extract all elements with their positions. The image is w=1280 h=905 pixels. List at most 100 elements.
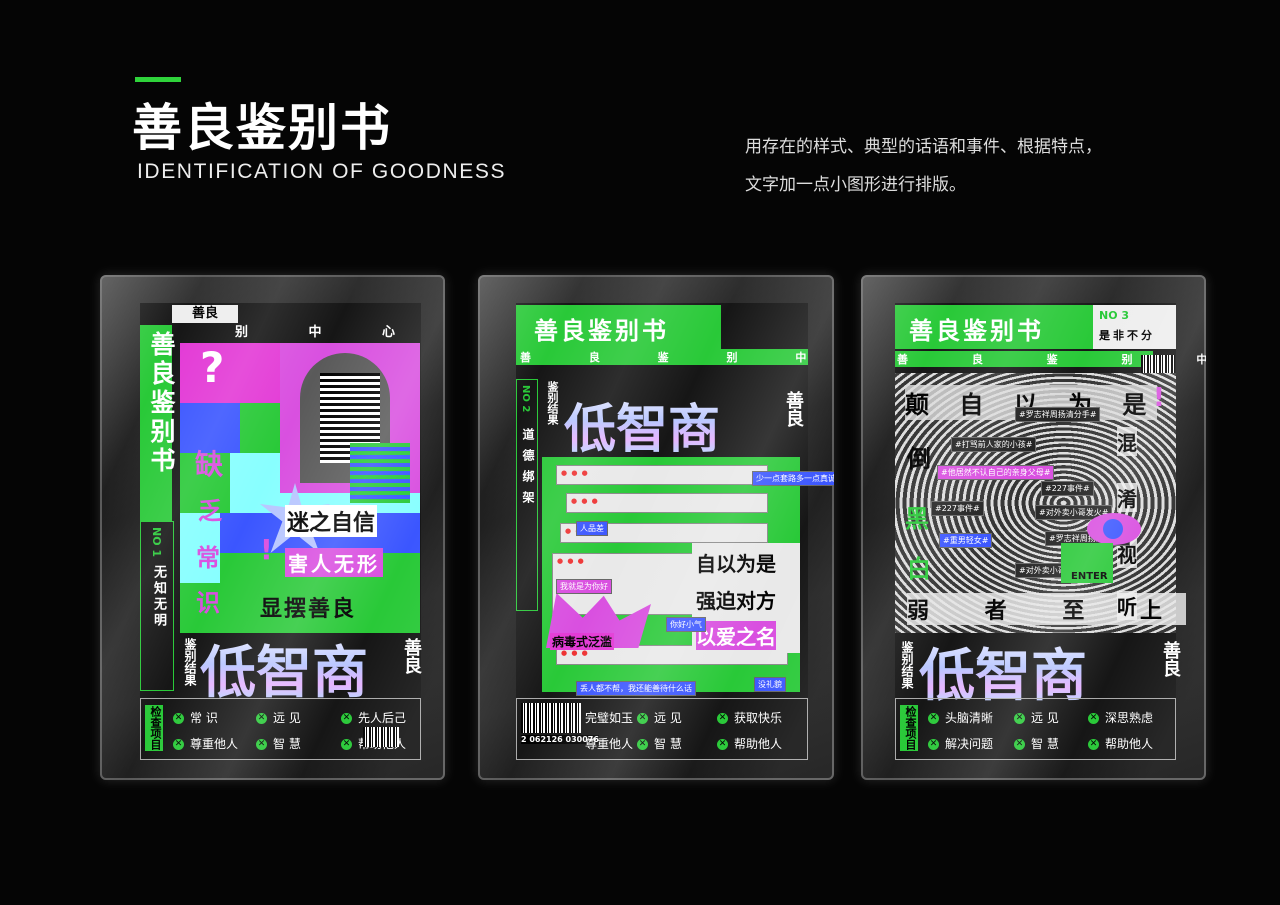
poster3-tag-7: #重男轻女#: [939, 533, 993, 548]
poster1-big-word: 低智商: [200, 628, 368, 709]
poster2-tag-5: 没礼貌: [754, 677, 786, 692]
check-x-icon: ✕: [173, 713, 184, 724]
poster-bag-2: 善良鉴别书 善 良 鉴 别 中 心 鉴别结果 NO 2 道德绑架 低智商 善良 …: [478, 275, 834, 780]
poster-1: 善良 别 中 心 善良鉴别书 NO 1 无知无明 ? 缺 乏 常 识 ! 迷之自…: [140, 303, 424, 760]
poster3-header-box: [1093, 305, 1176, 349]
poster1-check-4: ✕尊重他人: [173, 737, 239, 751]
poster3-header-row: 善 良 鉴 别 中: [897, 353, 1206, 366]
poster3-header-row-bar: [895, 351, 1153, 367]
poster3-right-3: 视: [1117, 539, 1137, 568]
poster2-check-3: ✕获取快乐: [717, 711, 783, 725]
poster2-check-area: 2 062126 030076 完璧如玉 ✕远 见 ✕获取快乐 尊重他人 ✕智 …: [516, 698, 808, 760]
poster2-line-2: 强迫对方: [696, 589, 776, 613]
poster3-header-sub: 是非不分: [1099, 329, 1155, 342]
poster3-enter-label: ENTER: [1071, 571, 1108, 582]
poster1-check-label: 检查项目: [145, 705, 163, 751]
poster3-check-5: ✕智 慧: [1014, 737, 1059, 751]
poster2-line-3: 以爱之名: [696, 621, 776, 650]
poster3-check-area: 检查项目 ✕头脑清晰 ✕远 见 ✕深思熟虑 ✕解决问题 ✕智 慧 ✕帮助他人: [895, 698, 1176, 760]
poster2-tag-1: 人品差: [576, 521, 608, 536]
poster1-collage: [180, 343, 420, 633]
poster3-tag-1: #罗志祥周扬清分手#: [1015, 407, 1101, 422]
poster2-tag-2: 我就是为你好: [556, 579, 612, 594]
check-x-icon: ✕: [256, 713, 267, 724]
check-x-icon: ✕: [1014, 713, 1025, 724]
poster1-tag: 善良: [172, 305, 238, 323]
poster1-lack-1: 缺: [195, 448, 224, 481]
poster3-tag-2: #打骂前人家的小孩#: [951, 437, 1037, 452]
poster1-line-3: 显摆善良: [260, 597, 357, 622]
poster-bag-3: 善良鉴别书 NO 3 是非不分 善 良 鉴 别 中 颠 自 以 为 是 ! 倒 …: [861, 275, 1206, 780]
poster1-check-3: ✕先人后己: [341, 711, 407, 725]
poster3-tag-8: #227事件#: [1041, 481, 1094, 496]
poster2-burst-label: 病毒式泛滥: [550, 633, 615, 650]
poster2-check-2: ✕远 见: [637, 711, 682, 725]
poster2-tag-6: 少一点套路多一点真诚: [752, 471, 834, 486]
poster1-big-side: 善良: [401, 638, 422, 674]
poster3-tag-4: #227事件#: [931, 501, 984, 516]
poster2-big-side: 善良: [783, 391, 804, 427]
poster3-exclaim: !: [1153, 383, 1165, 413]
poster2-line-1: 自以为是: [696, 552, 776, 576]
poster2-check-5: ✕智 慧: [637, 737, 682, 751]
poster3-header-title: 善良鉴别书: [909, 317, 1044, 345]
poster3-tag-3: #他居然不认自己的亲身父母#: [937, 465, 1055, 480]
poster1-exclaim: !: [260, 533, 273, 566]
poster2-check-4: 尊重他人: [585, 737, 634, 751]
poster2-check-6: ✕帮助他人: [717, 737, 783, 751]
poster1-lack-4: 识: [196, 589, 220, 617]
poster3-check-1: ✕头脑清晰: [928, 711, 994, 725]
poster3-left-1: 倒: [907, 445, 931, 473]
poster3-header-no: NO 3: [1099, 309, 1130, 322]
check-x-icon: ✕: [928, 739, 939, 750]
poster1-side-title: 善良鉴别书: [147, 331, 176, 476]
poster1-side-sub: 无知无明: [151, 565, 166, 629]
page-subtitle: IDENTIFICATION OF GOODNESS: [137, 160, 507, 183]
check-x-icon: ✕: [1014, 739, 1025, 750]
poster1-check-area: 检查项目 ✕常 识 ✕远 见 ✕先人后己 ✕尊重他人 ✕智 慧 ✕帮助他人: [140, 698, 421, 760]
poster2-header-title: 善良鉴别书: [534, 317, 669, 345]
check-x-icon: ✕: [256, 739, 267, 750]
poster3-header-bar: [895, 305, 1093, 349]
poster1-lack-2: 乏: [198, 497, 222, 525]
check-x-icon: ✕: [1088, 713, 1099, 724]
poster1-check-2: ✕远 见: [256, 711, 301, 725]
description-line-2: 文字加一点小图形进行排版。: [745, 175, 966, 195]
poster3-enter-key: [1061, 543, 1113, 583]
poster2-barcode-num: 2 062126 030076: [521, 735, 599, 744]
poster2-header-bar: [516, 305, 721, 349]
poster2-header-row-bar: [516, 349, 808, 365]
check-x-icon: ✕: [717, 713, 728, 724]
poster3-left-3: 白: [907, 555, 931, 583]
poster1-side-bar: [140, 325, 172, 521]
poster3-right-4: 听: [1117, 591, 1137, 620]
poster1-center-row: 别 中 心: [235, 325, 424, 340]
poster2-side-no: NO 2: [520, 385, 531, 413]
poster2-window-1: ● ● ●: [556, 465, 768, 485]
poster1-lack-3: 常: [196, 544, 220, 572]
poster2-side-label: 鉴别结果: [546, 381, 559, 425]
poster3-right-1: 混: [1117, 427, 1137, 456]
check-x-icon: ✕: [637, 739, 648, 750]
poster3-tag-6: #对外卖小哥发火#: [1035, 505, 1113, 520]
page-title: 善良鉴别书: [132, 99, 392, 157]
check-x-icon: ✕: [717, 739, 728, 750]
poster1-side-no: NO 1: [150, 527, 163, 558]
poster1-result-label: 鉴别结果: [183, 638, 197, 686]
check-x-icon: ✕: [637, 713, 648, 724]
poster3-check-label: 检查项目: [900, 705, 918, 751]
poster3-check-4: ✕解决问题: [928, 737, 994, 751]
poster2-window-2: ● ● ●: [566, 493, 768, 513]
poster-bag-1: 善良 别 中 心 善良鉴别书 NO 1 无知无明 ? 缺 乏 常 识 ! 迷之自…: [100, 275, 445, 780]
check-x-icon: ✕: [173, 739, 184, 750]
check-x-icon: ✕: [928, 713, 939, 724]
check-x-icon: ✕: [341, 713, 352, 724]
poster3-left-2: 黑: [905, 505, 929, 533]
poster1-check-5: ✕智 慧: [256, 737, 301, 751]
poster3-check-2: ✕远 见: [1014, 711, 1059, 725]
poster-2: 善良鉴别书 善 良 鉴 别 中 心 鉴别结果 NO 2 道德绑架 低智商 善良 …: [516, 303, 834, 760]
poster3-right-2: 淆: [1117, 483, 1137, 512]
poster2-barcode: [521, 703, 581, 733]
poster2-side-sub: 道德绑架: [521, 428, 535, 512]
poster-3: 善良鉴别书 NO 3 是非不分 善 良 鉴 别 中 颠 自 以 为 是 ! 倒 …: [895, 303, 1206, 760]
